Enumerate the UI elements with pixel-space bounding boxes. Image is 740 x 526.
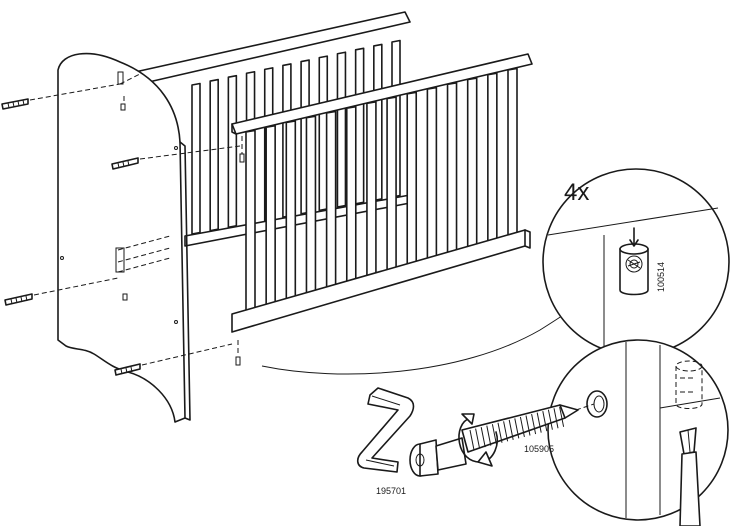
thread-line bbox=[497, 422, 503, 443]
front-slat bbox=[245, 129, 256, 313]
thread-line bbox=[480, 427, 486, 448]
screw-top-left bbox=[1, 83, 121, 110]
front-slat bbox=[426, 86, 438, 261]
end-panel bbox=[57, 52, 191, 423]
thread-line bbox=[542, 411, 548, 432]
allen-key: 195701 bbox=[356, 387, 415, 496]
barrel-nut-detail: 100514 bbox=[542, 168, 730, 356]
front-slat bbox=[325, 110, 337, 290]
front-slat bbox=[446, 82, 458, 255]
thread-line bbox=[536, 412, 542, 433]
thread-line bbox=[508, 419, 514, 440]
back-slat bbox=[191, 82, 201, 235]
bolt: 105905 bbox=[409, 403, 595, 477]
barrel-nut-part-number: 100514 bbox=[656, 262, 666, 292]
front-slat bbox=[487, 72, 498, 243]
bolt-part-number: 105905 bbox=[524, 444, 554, 454]
back-slat bbox=[209, 78, 219, 232]
thread-line bbox=[514, 418, 520, 439]
front-slat bbox=[366, 101, 377, 278]
thread-line bbox=[475, 428, 481, 449]
back-slat bbox=[336, 51, 347, 208]
front-slat bbox=[406, 91, 418, 267]
thread-line bbox=[525, 415, 531, 436]
allen-key-part-number: 195701 bbox=[376, 486, 406, 496]
front-side-rail bbox=[231, 53, 533, 366]
screw-bottom-right bbox=[114, 343, 233, 376]
thread-line bbox=[486, 425, 492, 446]
bolt-threads bbox=[469, 406, 565, 451]
thread-line bbox=[531, 413, 537, 435]
front-slat bbox=[305, 115, 317, 296]
bolt-hole-detail bbox=[547, 339, 729, 526]
screw-upper-right bbox=[111, 145, 241, 170]
front-slat bbox=[386, 96, 397, 272]
thread-line bbox=[553, 408, 559, 429]
back-slat bbox=[354, 47, 365, 205]
front-slat bbox=[285, 120, 297, 302]
thread-line bbox=[559, 406, 565, 427]
front-slat bbox=[265, 124, 276, 307]
thread-line bbox=[491, 424, 497, 445]
front-slat bbox=[345, 105, 357, 284]
front-slat bbox=[507, 67, 518, 237]
screw-lower-left bbox=[4, 277, 119, 306]
thread-line bbox=[469, 429, 475, 451]
front-rail-slats bbox=[245, 67, 518, 313]
thread-line bbox=[519, 416, 525, 438]
thread-line bbox=[547, 409, 553, 430]
thread-line bbox=[503, 421, 509, 442]
back-slat bbox=[227, 74, 238, 229]
quantity-label: 4x bbox=[564, 179, 589, 206]
screws bbox=[1, 83, 241, 376]
front-slat bbox=[466, 77, 478, 249]
